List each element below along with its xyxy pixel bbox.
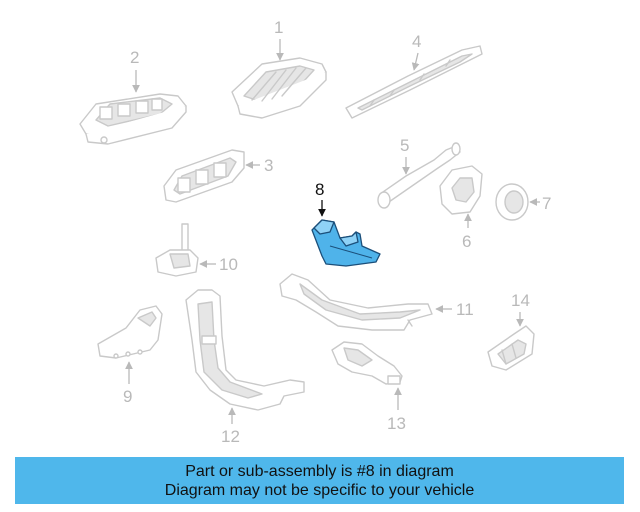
callout-6[interactable]: 6 (462, 213, 472, 251)
svg-text:2: 2 (130, 48, 139, 67)
banner-line-2: Diagram may not be specific to your vehi… (164, 482, 475, 499)
svg-text:12: 12 (221, 427, 240, 446)
part-4-defroster-strip (345, 45, 483, 119)
svg-text:10: 10 (219, 255, 238, 274)
svg-text:7: 7 (542, 194, 551, 213)
svg-text:4: 4 (412, 32, 421, 51)
banner-line-1: Part or sub-assembly is #8 in diagram (185, 463, 454, 480)
svg-text:3: 3 (264, 156, 273, 175)
callout-8[interactable]: 8 (315, 180, 326, 217)
svg-text:6: 6 (462, 232, 471, 251)
part-1-vent-grille (231, 57, 327, 119)
svg-text:11: 11 (456, 300, 474, 319)
part-12-floor-duct (185, 289, 305, 411)
callout-11[interactable]: 11 (435, 300, 474, 319)
parts-diagram: 1 2 3 4 5 (79, 18, 551, 446)
svg-text:1: 1 (274, 18, 283, 37)
svg-text:8: 8 (315, 180, 324, 199)
svg-text:9: 9 (123, 387, 132, 406)
part-14-actuator (487, 325, 535, 371)
part-6-vent-housing (439, 165, 483, 215)
callout-12[interactable]: 12 (221, 407, 240, 446)
part-8-duct-highlighted[interactable] (311, 219, 381, 267)
part-13-small-duct (331, 341, 403, 385)
callout-3[interactable]: 3 (245, 156, 273, 175)
part-10-sensor (155, 223, 199, 277)
callout-10[interactable]: 10 (199, 255, 238, 274)
part-9-bracket (97, 305, 163, 359)
part-5-hose (377, 142, 461, 209)
part-7-ring (495, 183, 529, 221)
callout-5[interactable]: 5 (400, 136, 410, 175)
info-banner: Part or sub-assembly is #8 in diagram Di… (15, 457, 624, 504)
callout-7[interactable]: 7 (529, 194, 551, 213)
part-11-long-duct (279, 273, 433, 331)
callout-13[interactable]: 13 (387, 387, 406, 433)
part-3-side-vent (163, 149, 245, 203)
callout-4[interactable]: 4 (411, 32, 421, 71)
svg-text:14: 14 (511, 291, 530, 310)
callout-9[interactable]: 9 (123, 361, 133, 406)
svg-text:13: 13 (387, 414, 406, 433)
svg-text:5: 5 (400, 136, 409, 155)
part-2-center-vent (79, 93, 187, 145)
callout-1[interactable]: 1 (274, 18, 284, 61)
callout-2[interactable]: 2 (130, 48, 140, 93)
callout-14[interactable]: 14 (511, 291, 530, 327)
